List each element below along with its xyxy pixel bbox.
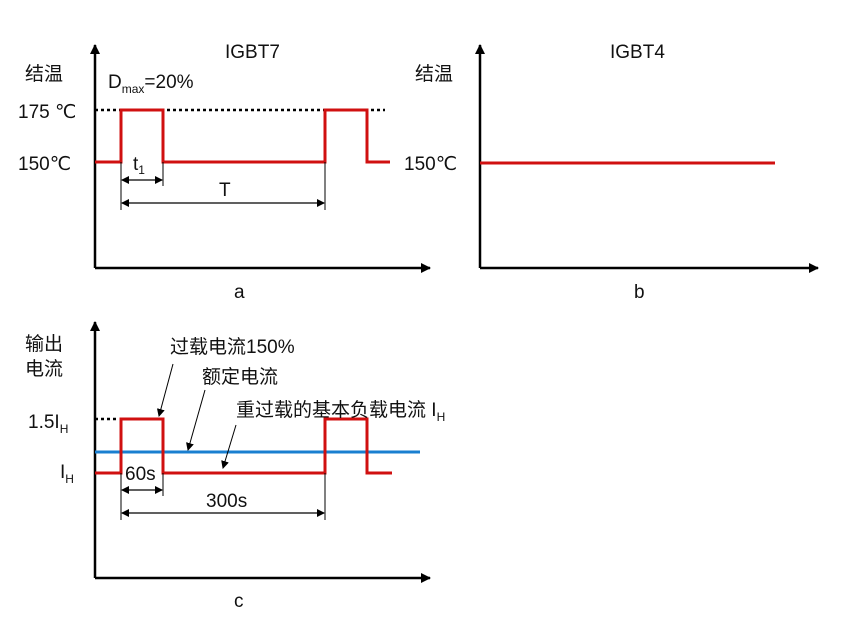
y-axis-label-2: 电流 xyxy=(25,358,63,380)
y-axis-label: 结温 xyxy=(415,63,453,85)
overload-annotation: 过载电流150% xyxy=(170,336,295,358)
load-current-pulse xyxy=(95,417,392,475)
period-label: 300s xyxy=(206,491,247,512)
panel-b: IGBT4 结温 150℃ b xyxy=(404,42,819,303)
base-pointer xyxy=(221,424,237,469)
y-axis-label-1: 输出 xyxy=(25,333,63,355)
y-tick-ih: IH xyxy=(60,462,74,486)
rated-annotation: 额定电流 xyxy=(202,366,278,388)
y-tick-1-5ih: 1.5IH xyxy=(28,412,68,436)
y-tick-150: 150℃ xyxy=(18,154,71,175)
t1-label: t1 xyxy=(133,154,145,177)
panel-a-title: IGBT7 xyxy=(225,42,280,63)
pulse-duration-label: 60s xyxy=(125,464,156,485)
caption-c: c xyxy=(234,591,244,612)
panel-b-title: IGBT4 xyxy=(610,42,665,63)
y-tick-150: 150℃ xyxy=(404,154,457,175)
period-label: T xyxy=(219,180,231,201)
caption-b: b xyxy=(634,282,645,303)
junction-temp-pulse xyxy=(95,108,390,164)
dmax-label: Dmax=20% xyxy=(108,72,194,96)
y-tick-175: 175 ℃ xyxy=(18,102,76,123)
panel-c: 输出 电流 1.5IH IH 过载电流150% 额定电流 重过载的基本负载电流 … xyxy=(25,321,445,612)
overload-pointer xyxy=(156,363,174,417)
y-axis-label: 结温 xyxy=(25,63,63,85)
caption-a: a xyxy=(234,282,245,303)
panel-a: IGBT7 结温 Dmax=20% 175 ℃ 150℃ t1 T a xyxy=(18,42,431,303)
rated-pointer xyxy=(186,389,206,451)
base-load-annotation: 重过载的基本负载电流 IH xyxy=(236,399,445,424)
